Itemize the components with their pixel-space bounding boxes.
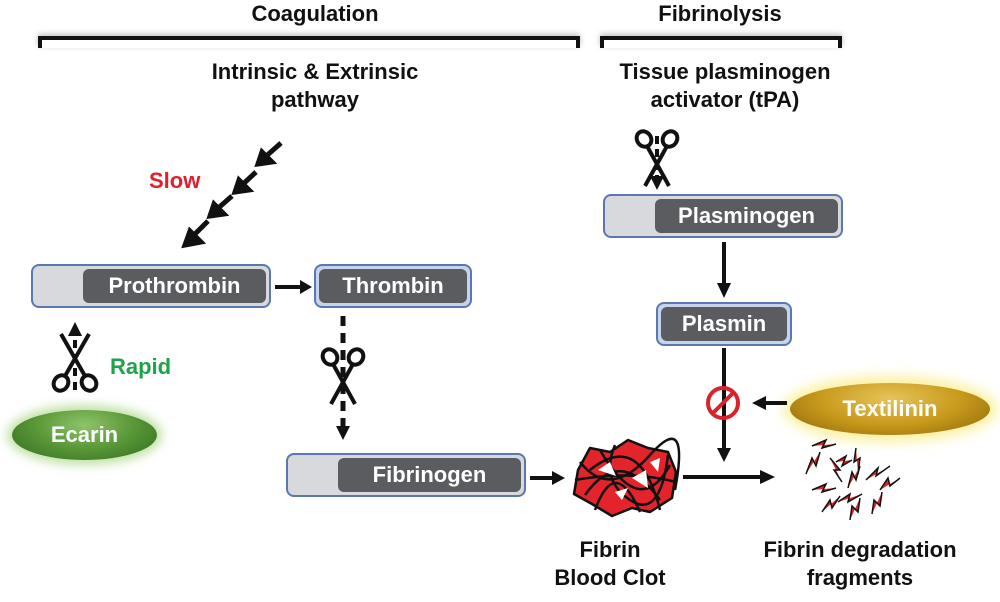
tpa-label: Tissue plasminogen activator (tPA) <box>580 58 870 113</box>
arrow-tpa-to-plasminogen <box>650 136 664 190</box>
pathway-line-2: pathway <box>270 86 360 112</box>
clot-line-1: Fibrin <box>579 537 641 562</box>
coagulation-bracket <box>38 36 580 48</box>
scissors-icon-ecarin <box>51 333 99 393</box>
fibrin-clot-icon <box>572 437 681 518</box>
coagulation-header: Coagulation <box>251 1 379 26</box>
arrow-plasmin-to-degradation <box>717 348 731 462</box>
ecarin-agent[interactable]: Ecarin <box>12 410 157 460</box>
arrow-fibrinogen-to-clot <box>530 471 565 485</box>
arrow-plasminogen-to-plasmin <box>717 242 731 298</box>
plasmin-label: Plasmin <box>661 307 787 341</box>
arrow-textilinin-to-inhibit <box>752 396 787 410</box>
slow-arrow-3 <box>206 194 234 220</box>
fibrinogen-box[interactable]: Fibrinogen <box>286 453 526 497</box>
clot-label: Fibrin Blood Clot <box>540 536 680 591</box>
fibrinolysis-bracket <box>600 36 842 48</box>
slow-pathway-arrows <box>181 141 283 249</box>
arrow-thrombin-to-fibrinogen <box>336 316 350 440</box>
ecarin-label: Ecarin <box>50 422 119 447</box>
slow-arrow-1 <box>254 141 283 168</box>
fragments-line-1: Fibrin degradation <box>763 537 957 562</box>
slow-arrow-4 <box>181 219 210 249</box>
plasminogen-box[interactable]: Plasminogen <box>603 194 843 238</box>
scissors-icon-thrombin <box>320 347 366 405</box>
rapid-label: Rapid <box>110 354 172 379</box>
prothrombin-box[interactable]: Prothrombin <box>31 264 271 308</box>
slow-arrow-2 <box>231 170 258 196</box>
arrow-ecarin-to-prothrombin <box>68 322 82 390</box>
textilinin-label: Textilinin <box>842 396 938 421</box>
slow-label: Slow <box>149 168 201 193</box>
fragments-line-2: fragments <box>806 564 914 590</box>
plasminogen-label: Plasminogen <box>655 199 838 233</box>
clot-line-2: Blood Clot <box>554 564 666 590</box>
arrow-clot-to-fragments <box>683 470 775 484</box>
fibrin-fragments-icon <box>805 438 901 521</box>
scissors-icon-tpa <box>634 129 680 187</box>
arrow-prothrombin-to-thrombin <box>275 280 312 294</box>
inhibition-icon <box>706 386 740 420</box>
fragments-label: Fibrin degradation fragments <box>730 536 990 591</box>
thrombin-box[interactable]: Thrombin <box>314 264 472 308</box>
fibrinogen-label: Fibrinogen <box>338 458 521 492</box>
textilinin-agent[interactable]: Textilinin <box>790 383 990 435</box>
pathway-line-1: Intrinsic & Extrinsic <box>211 59 419 84</box>
plasmin-box[interactable]: Plasmin <box>656 302 792 346</box>
pathway-label: Intrinsic & Extrinsic pathway <box>150 58 480 113</box>
thrombin-label: Thrombin <box>319 269 467 303</box>
prothrombin-label: Prothrombin <box>83 269 266 303</box>
tpa-line-2: activator (tPA) <box>650 86 800 112</box>
fibrinolysis-header: Fibrinolysis <box>658 1 782 26</box>
tpa-line-1: Tissue plasminogen <box>619 59 831 84</box>
